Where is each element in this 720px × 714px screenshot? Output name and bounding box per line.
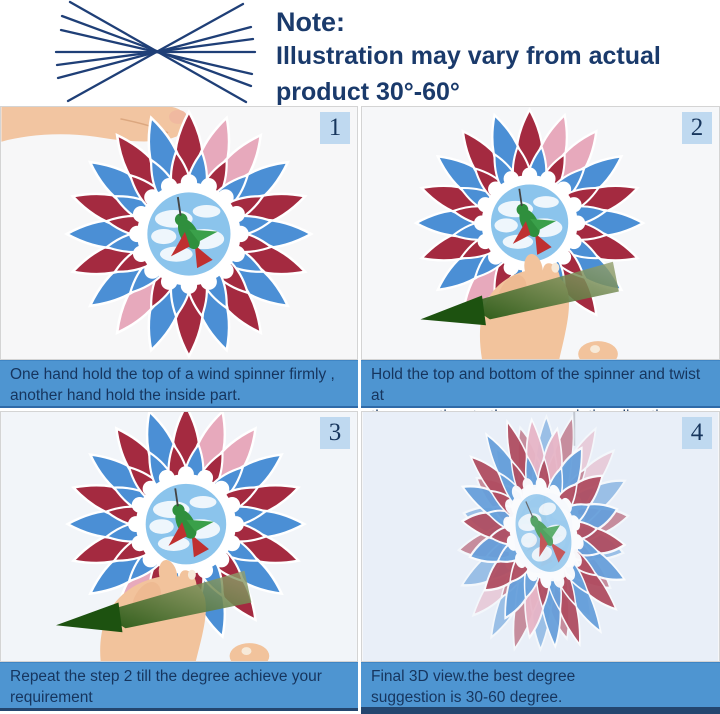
rotation-arrow-icon — [55, 570, 252, 633]
step-panel-3: 3 Repeat the step 2 till the degree achi… — [0, 411, 358, 714]
header: Note: Illustration may vary from actual … — [0, 0, 720, 106]
step-1-photo: 1 — [0, 106, 358, 360]
step-1-caption: One hand hold the top of a wind spinner … — [0, 360, 358, 408]
rotation-arrow-icon — [420, 261, 619, 326]
caption-line: requirement — [10, 689, 93, 706]
caption-line: One hand hold the top of a wind spinner … — [10, 366, 335, 383]
steps-grid: 1 One hand hold the top of a wind spinne… — [0, 106, 720, 714]
step-3-caption: Repeat the step 2 till the degree achiev… — [0, 662, 358, 711]
caption-line: Hold the top and bottom of the spinner a… — [371, 366, 701, 404]
step-number-badge: 3 — [320, 417, 350, 449]
note-line-2: product 30°-60° — [276, 78, 460, 106]
note-line-1: Illustration may vary from actual — [276, 42, 661, 70]
caption-line: suggestion is 30-60 degree. — [371, 689, 563, 706]
step-2-photo: 2 — [361, 106, 720, 360]
caption-line: Repeat the step 2 till the degree achiev… — [10, 668, 322, 685]
step-number-badge: 1 — [320, 112, 350, 144]
step-2-caption: Hold the top and bottom of the spinner a… — [361, 360, 720, 425]
step-number-badge: 2 — [682, 112, 712, 144]
step-panel-4: 4 Final 3D view.the best degree suggesti… — [361, 411, 720, 714]
caption-line: another hand hold the inside part. — [10, 387, 241, 404]
step-panel-1: 1 One hand hold the top of a wind spinne… — [0, 106, 358, 408]
caption-line: Final 3D view.the best degree — [371, 668, 576, 685]
step-panel-2: 2 Hold the top and bottom of the spinner… — [361, 106, 720, 425]
step-4-photo: 4 — [361, 411, 720, 662]
flat-spinner-line-art — [54, 0, 257, 104]
note-block: Note: Illustration may vary from actual … — [276, 6, 661, 110]
step-number-badge: 4 — [682, 417, 712, 449]
step-3-photo: 3 — [0, 411, 358, 662]
step-4-caption: Final 3D view.the best degree suggestion… — [361, 662, 720, 714]
note-title: Note: — [276, 7, 345, 37]
